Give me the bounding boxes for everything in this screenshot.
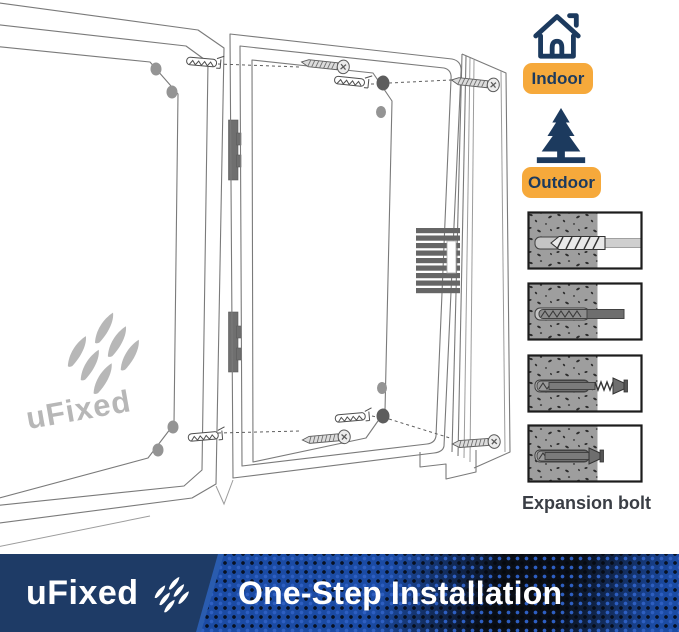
house-icon	[533, 13, 581, 59]
drill-hole-icon	[527, 211, 643, 270]
expansion-bolt-steps	[527, 211, 643, 483]
outdoor-badge: Outdoor	[522, 167, 601, 198]
footer-brand: uFixed	[26, 554, 189, 632]
expansion-bolt-label: Expansion bolt	[522, 493, 652, 513]
insert-anchor-icon	[527, 282, 643, 341]
fastener-callouts	[185, 52, 502, 452]
watermark-brand: uFixed	[23, 383, 133, 436]
watermark: uFixed	[23, 304, 156, 436]
footer-brand-panel	[0, 554, 218, 632]
indoor-label: Indoor	[531, 68, 585, 88]
side-panel	[215, 53, 511, 506]
ufixed-logo-icon	[150, 575, 189, 615]
indoor-badge: Indoor	[523, 63, 593, 94]
pine-tree-icon	[536, 107, 586, 164]
left-enclosure	[0, 2, 225, 547]
vent-grille	[416, 228, 460, 294]
drive-screw-icon	[527, 354, 643, 413]
hinges	[228, 119, 242, 373]
footer-brand-text: uFixed	[26, 573, 139, 612]
flush-bolt-icon	[527, 424, 643, 483]
footer-tagline-text: One-Step Installation	[238, 574, 563, 611]
installation-diagram: uFixed	[0, 2, 511, 547]
outdoor-label: Outdoor	[527, 172, 596, 192]
footer-banner: uFixed One-Step Installation	[0, 554, 679, 632]
door-panel	[229, 33, 462, 479]
footer-tagline: One-Step Installation	[238, 554, 562, 632]
